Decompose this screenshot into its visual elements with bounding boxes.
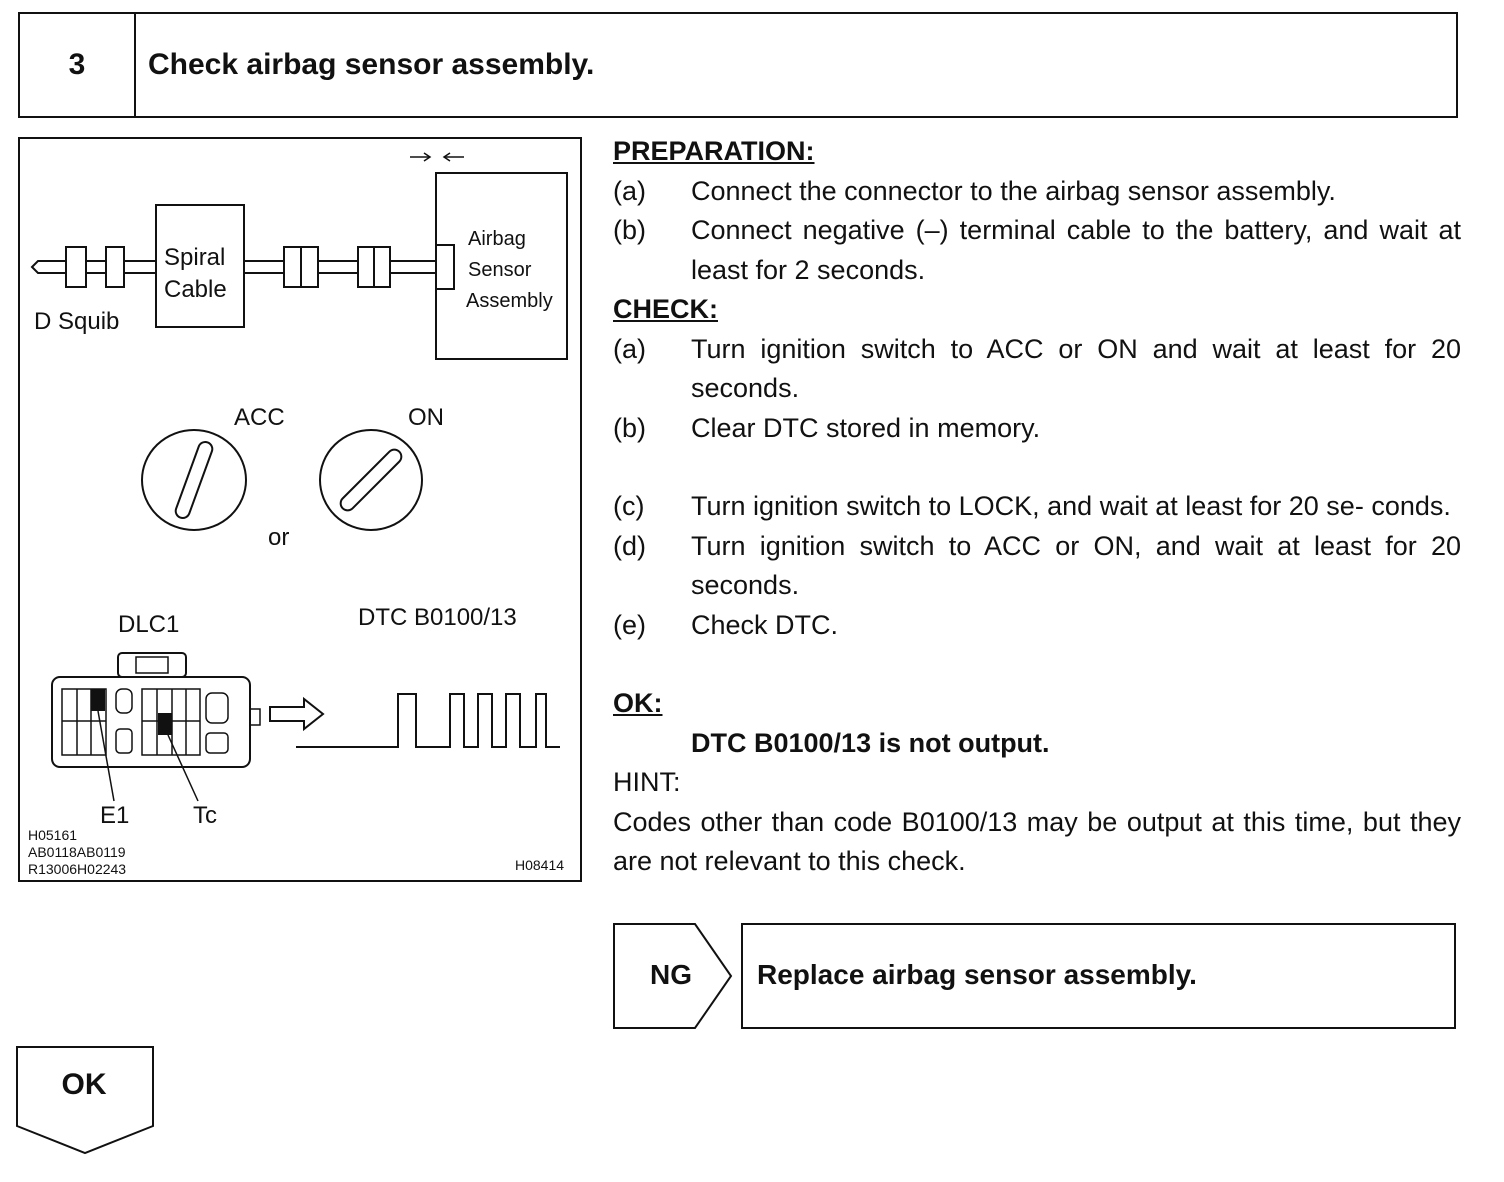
item-text: Connect negative (–) terminal cable to t… [691, 215, 1461, 285]
hint-heading: HINT: [613, 767, 681, 797]
sensor-label: Sensor [468, 259, 532, 281]
step-title: Check airbag sensor assembly. [148, 48, 595, 81]
diagram-figure: D Squib Spiral Cable Airbag Sensor Assem… [18, 137, 582, 882]
ok-flow-label: OK [61, 1068, 107, 1101]
e1-label: E1 [100, 802, 129, 829]
spiral-cable-label: Spiral [164, 244, 225, 271]
on-label: ON [408, 404, 444, 431]
dlc1-label: DLC1 [118, 611, 179, 638]
item-label: (d) [613, 530, 646, 561]
item-text: Turn ignition switch to ACC or ON and wa… [691, 333, 1461, 404]
assembly-label: Assembly [466, 290, 553, 312]
ok-flow-box: OK [16, 1046, 156, 1158]
step-header: 3 Check airbag sensor assembly. [18, 12, 1458, 118]
item-text: Connect the connector to the airbag sens… [691, 175, 1336, 206]
step-number: 3 [20, 14, 136, 116]
preparation-heading: PREPARATION: [613, 136, 815, 166]
item-text: Turn ignition switch to LOCK, and wait a… [691, 491, 1451, 521]
figure-code-4: H08414 [515, 857, 564, 873]
dtc-label: DTC B0100/13 [358, 604, 517, 631]
item-label: (e) [613, 609, 646, 640]
on-key-icon [319, 429, 423, 531]
item-label: (c) [613, 491, 645, 521]
ok-result: DTC B0100/13 is not output. [691, 727, 1050, 758]
hint-text: Codes other than code B0100/13 may be ou… [613, 806, 1461, 877]
list-item: (b) Clear DTC stored in memory. [613, 409, 1461, 449]
ng-arrow-icon [613, 923, 733, 1029]
item-label: (b) [613, 412, 646, 443]
dlc1-connector-icon [51, 652, 261, 802]
figure-code-2: AB0118AB0119 [28, 844, 126, 860]
item-text: Clear DTC stored in memory. [691, 412, 1041, 443]
ng-action: Replace airbag sensor assembly. [757, 959, 1197, 990]
acc-label: ACC [234, 404, 285, 431]
item-label: (a) [613, 333, 646, 364]
list-item: (a) Turn ignition switch to ACC or ON an… [613, 330, 1461, 409]
output-arrow-icon [269, 696, 325, 732]
spiral-cable-label-2: Cable [164, 276, 227, 303]
acc-key-icon [141, 429, 247, 531]
or-label: or [268, 524, 289, 551]
ng-result-box: NG Replace airbag sensor assembly. [613, 921, 1459, 1033]
airbag-diagram: D Squib Spiral Cable Airbag Sensor Assem… [18, 137, 582, 882]
item-label: (a) [613, 175, 646, 206]
list-item: (c) Turn ignition switch to LOCK, and wa… [613, 487, 1461, 527]
list-item: (b) Connect negative (–) terminal cable … [613, 211, 1461, 290]
item-text: Check DTC. [691, 609, 839, 640]
figure-code-1: H05161 [28, 827, 77, 843]
list-item: (d) Turn ignition switch to ACC or ON, a… [613, 527, 1461, 606]
ok-arrow-icon [16, 1046, 154, 1155]
item-label: (b) [613, 215, 646, 245]
procedure: PREPARATION: (a) Connect the connector t… [613, 132, 1461, 882]
d-squib-label: D Squib [34, 308, 119, 335]
item-text: Turn ignition switch to ACC or ON, and w… [691, 530, 1461, 601]
tc-label: Tc [193, 802, 217, 829]
figure-code-3: R13006H02243 [28, 861, 126, 877]
ok-heading: OK: [613, 688, 663, 718]
check-heading: CHECK: [613, 294, 718, 324]
ng-label: NG [650, 959, 692, 990]
airbag-label: Airbag [468, 228, 526, 250]
list-item: (a) Connect the connector to the airbag … [613, 172, 1461, 212]
dtc-waveform [296, 693, 560, 748]
list-item: (e) Check DTC. [613, 606, 1461, 646]
